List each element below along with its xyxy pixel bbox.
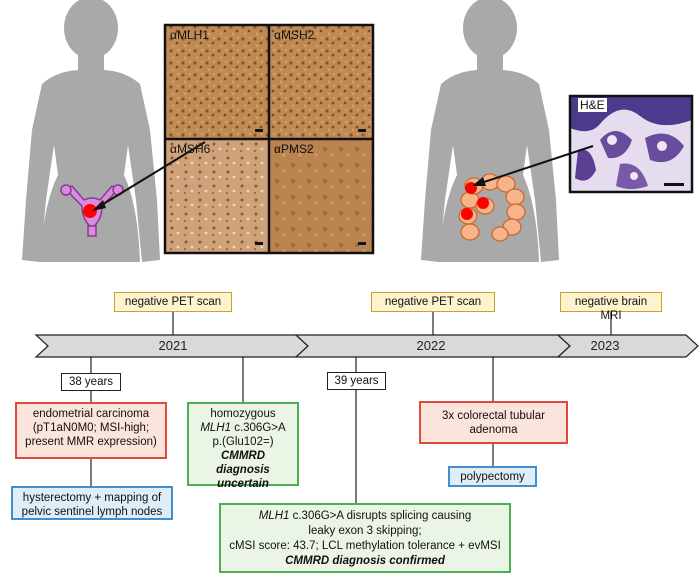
event-polypectomy: polypectomy: [448, 466, 537, 487]
colon-polyp-markers: [461, 182, 489, 220]
confirmed-line-1: MLH1 c.306G>A disrupts splicing causing: [225, 509, 505, 524]
homozygous-protein: p.(Glu102=): [212, 436, 274, 448]
year-label-2021: 2021: [158, 338, 188, 353]
endometrial-line-3: present MMR expression): [25, 436, 157, 448]
hysterectomy-line-1: hysterectomy + mapping of: [22, 492, 162, 504]
ihc-label-msh6: αMSH6: [170, 142, 211, 156]
homozygous-line-2: MLH1 c.306G>A: [193, 421, 293, 435]
age-label-39: 39 years: [327, 372, 386, 390]
year-label-2022: 2022: [416, 338, 446, 353]
female-silhouette-right: [421, 0, 559, 263]
confirmed-line-3: cMSI score: 43.7; LCL methylation tolera…: [229, 540, 501, 552]
hysterectomy-line-2: pelvic sentinel lymph nodes: [21, 506, 163, 518]
timeline: [34, 334, 699, 358]
event-negative-pet-2022: negative PET scan: [371, 292, 495, 312]
ihc-panel-mlh1: [166, 26, 268, 138]
uterine-lesion-marker: [83, 204, 97, 218]
event-endometrial-carcinoma: endometrial carcinoma (pT1aN0M0; MSI-hig…: [15, 402, 167, 459]
ihc-label-mlh1: αMLH1: [170, 28, 209, 42]
endometrial-line-1: endometrial carcinoma: [32, 408, 150, 420]
scale-bar-msh2: [358, 129, 366, 132]
scale-bar-msh6: [255, 242, 263, 245]
ihc-label-pms2: αPMS2: [274, 142, 314, 156]
event-cmmrd-confirmed: MLH1 c.306G>A disrupts splicing causing …: [219, 503, 511, 573]
event-hysterectomy: hysterectomy + mapping of pelvic sentine…: [11, 486, 173, 520]
connector-lines: [90, 311, 612, 503]
adenoma-line-2: adenoma: [469, 424, 518, 436]
endometrial-line-2: (pT1aN0M0; MSI-high;: [32, 422, 150, 434]
timeline-segment-2023: [556, 334, 699, 358]
homozygous-gene: MLH1: [200, 422, 231, 434]
confirmed-conclusion: CMMRD diagnosis confirmed: [285, 555, 445, 567]
event-colorectal-adenoma: 3x colorectal tubular adenoma: [419, 401, 568, 444]
homozygous-conclusion-1: CMMRD diagnosis: [216, 450, 270, 476]
ihc-panel-msh6: [166, 140, 268, 252]
female-silhouette-left: [22, 0, 160, 263]
adenoma-line-1: 3x colorectal tubular: [442, 410, 545, 422]
homozygous-conclusion-2: uncertain: [217, 478, 269, 490]
scale-bar-pms2: [358, 242, 366, 245]
confirmed-line-2: leaky exon 3 skipping;: [308, 525, 422, 537]
ihc-panel-msh2: [270, 26, 372, 138]
homozygous-variant: c.306G>A: [231, 422, 286, 434]
event-homozygous-variant: homozygous MLH1 c.306G>A p.(Glu102=) CMM…: [187, 402, 299, 490]
scale-bar-mlh1: [255, 129, 263, 132]
ihc-label-msh2: αMSH2: [274, 28, 315, 42]
age-label-38: 38 years: [61, 373, 121, 391]
he-label: H&E: [578, 98, 607, 112]
arrow-ihc-to-uterus: [92, 141, 206, 211]
ihc-panel-pms2: [270, 140, 372, 252]
scale-bar-he: [664, 183, 684, 186]
event-negative-pet-2021: negative PET scan: [114, 292, 232, 312]
event-negative-brain-mri: negative brain MRI: [560, 292, 662, 322]
homozygous-line-1: homozygous: [210, 408, 276, 420]
year-label-2023: 2023: [590, 338, 620, 353]
he-panel: [568, 94, 694, 194]
ihc-panel-grid: [163, 23, 375, 255]
confirmed-line-1-rest: c.306G>A disrupts splicing causing: [289, 510, 472, 522]
confirmed-gene: MLH1: [258, 510, 290, 522]
arrow-he-to-colon: [472, 145, 594, 186]
